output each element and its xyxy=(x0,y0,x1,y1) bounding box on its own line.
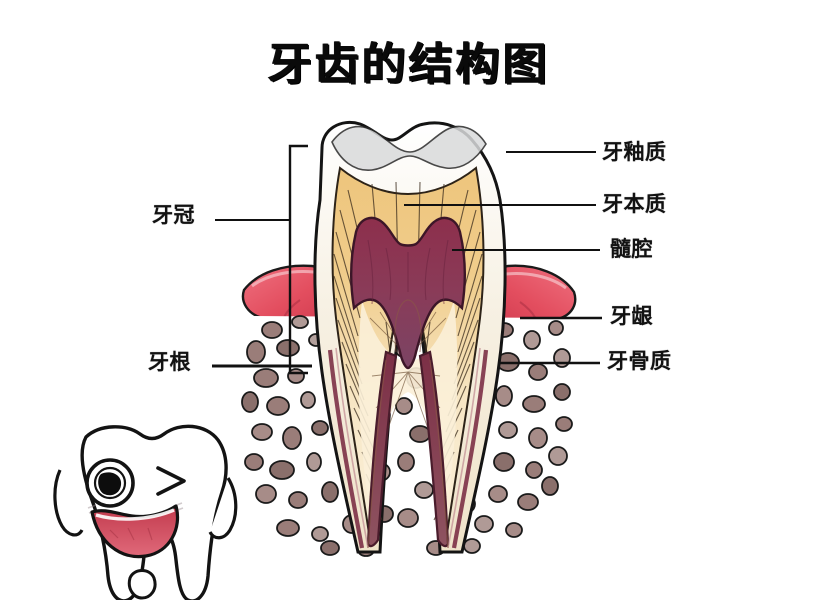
tooth-body xyxy=(313,121,507,554)
label-root: 牙根 xyxy=(148,350,191,374)
bracket-crown xyxy=(288,144,308,375)
cartoon-tooth-mascot xyxy=(53,424,238,600)
mascot-eye-wink xyxy=(156,466,186,496)
label-enamel: 牙釉质 xyxy=(602,140,667,164)
label-crown: 牙冠 xyxy=(152,203,195,227)
label-cementum: 牙骨质 xyxy=(607,349,672,373)
label-gum: 牙龈 xyxy=(610,304,653,328)
page-title: 牙齿的结构图 xyxy=(268,39,550,90)
label-dentin: 牙本质 xyxy=(602,192,667,216)
leader-lines xyxy=(212,144,602,375)
label-pulp-cavity: 髓腔 xyxy=(610,237,653,261)
